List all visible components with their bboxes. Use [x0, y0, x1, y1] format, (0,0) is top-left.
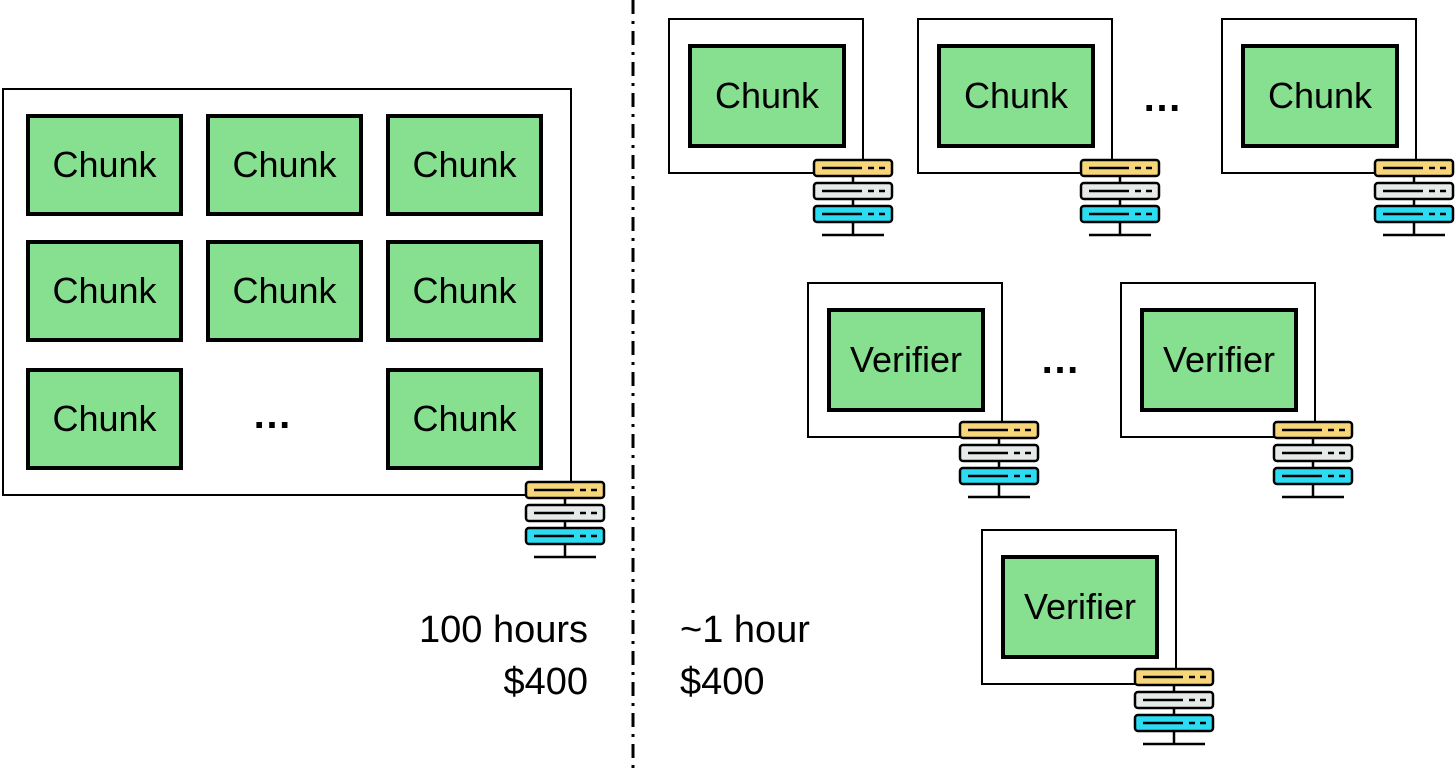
chunk-label: Chunk	[412, 270, 517, 311]
chunk-label: Chunk	[412, 398, 517, 439]
ellipsis: …	[1040, 338, 1083, 382]
server-icon	[1272, 420, 1354, 502]
chunk-label: Chunk	[232, 270, 337, 311]
chunk-box: Chunk	[386, 114, 543, 216]
left-cost: $400	[503, 661, 588, 703]
server-icon	[524, 480, 606, 562]
verifier-label: Verifier	[849, 339, 963, 380]
chunk-label: Chunk	[412, 144, 517, 185]
chunk-box: Chunk	[26, 114, 183, 216]
left-time: 100 hours	[418, 609, 588, 651]
server-icon	[1079, 158, 1161, 240]
chunk-label: Chunk	[232, 144, 337, 185]
verifier-label: Verifier	[1023, 586, 1137, 627]
chunk-label: Chunk	[714, 75, 820, 116]
ellipsis: …	[252, 393, 295, 437]
chunk-label: Chunk	[1267, 75, 1373, 116]
chunk-box: Chunk	[688, 44, 846, 148]
chunk-box: Chunk	[206, 114, 363, 216]
chunk-box: Chunk	[26, 368, 183, 470]
chunk-label: Chunk	[963, 75, 1069, 116]
chunk-label: Chunk	[52, 398, 157, 439]
chunk-label: Chunk	[52, 270, 157, 311]
chunk-box: Chunk	[206, 240, 363, 342]
server-icon	[1373, 158, 1455, 240]
verifier-box: Verifier	[1001, 555, 1159, 659]
chunk-box: Chunk	[937, 44, 1095, 148]
verifier-label: Verifier	[1162, 339, 1276, 380]
chunk-box: Chunk	[1241, 44, 1399, 148]
chunk-label: Chunk	[52, 144, 157, 185]
verifier-box: Verifier	[1140, 308, 1298, 412]
chunk-box: Chunk	[386, 240, 543, 342]
chunk-box: Chunk	[26, 240, 183, 342]
server-icon	[958, 420, 1040, 502]
server-icon	[1133, 667, 1215, 749]
right-cost: $400	[680, 661, 765, 703]
divider	[631, 0, 635, 770]
server-icon	[812, 158, 894, 240]
chunk-box: Chunk	[386, 368, 543, 470]
ellipsis: …	[1142, 76, 1185, 120]
verifier-box: Verifier	[827, 308, 985, 412]
right-time: ~1 hour	[680, 609, 810, 651]
